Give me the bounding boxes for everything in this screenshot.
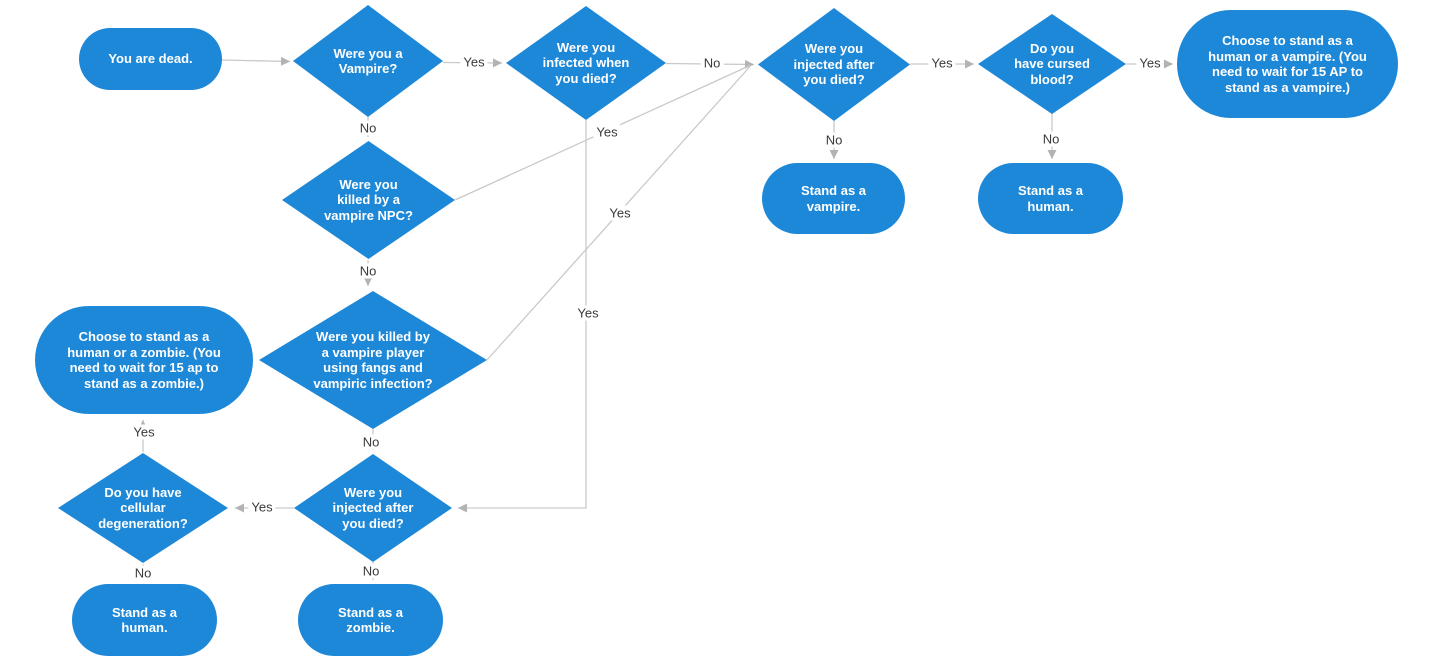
edge-label-no: No xyxy=(822,132,846,148)
node-text: Stand as a human. xyxy=(1017,183,1084,214)
terminator-stand-as-human-bottom: Stand as a human. xyxy=(72,584,217,656)
edge-label-yes: Yes xyxy=(928,55,956,71)
node-text: You are dead. xyxy=(108,51,193,67)
edge-label-no: No xyxy=(359,563,383,579)
node-text: Were you injected after you died? xyxy=(332,484,414,531)
edge-label-no: No xyxy=(1039,131,1063,147)
node-text: Were you injected after you died? xyxy=(793,41,875,88)
terminator-choose-human-or-vampire: Choose to stand as a human or a vampire.… xyxy=(1177,10,1398,118)
edge-label-no: No xyxy=(359,434,383,450)
decision-cursed-blood: Do you have cursed blood? xyxy=(978,14,1126,114)
edge-label-no: No xyxy=(131,565,155,581)
terminator-choose-human-or-zombie: Choose to stand as a human or a zombie. … xyxy=(35,306,253,414)
decision-cellular-degeneration: Do you have cellular degeneration? xyxy=(58,453,228,563)
node-text: Stand as a zombie. xyxy=(337,604,404,636)
terminator-stand-as-vampire: Stand as a vampire. xyxy=(762,163,905,234)
node-text: Were you infected when you died? xyxy=(542,39,630,86)
node-text: Do you have cellular degeneration? xyxy=(98,484,188,531)
node-text: Were you killed by a vampire player usin… xyxy=(313,329,433,391)
node-text: Do you have cursed blood? xyxy=(1014,40,1090,87)
decision-infected-when-died: Were you infected when you died? xyxy=(506,6,666,120)
decision-were-you-a-vampire: Were you a Vampire? xyxy=(293,5,443,117)
edge-label-yes: Yes xyxy=(248,499,276,515)
node-text: Were you a Vampire? xyxy=(333,45,403,77)
edge-label-yes: Yes xyxy=(606,205,634,221)
terminator-you-are-dead: You are dead. xyxy=(79,28,222,90)
edge-label-no: No xyxy=(700,55,724,71)
node-text: Stand as a human. xyxy=(111,604,178,636)
node-text: Stand as a vampire. xyxy=(800,183,867,214)
edge-label-no: No xyxy=(356,120,380,136)
edge-label-no: No xyxy=(356,263,380,279)
edge-label-yes: Yes xyxy=(574,305,602,321)
edge-dead-to-vampire xyxy=(221,56,291,66)
edge-label-yes: Yes xyxy=(593,124,621,140)
terminator-stand-as-human-top: Stand as a human. xyxy=(978,163,1123,234)
decision-killed-by-vampire-npc: Were you killed by a vampire NPC? xyxy=(282,141,455,259)
decision-injected-after-died-top: Were you injected after you died? xyxy=(758,8,910,121)
decision-injected-after-died-bottom: Were you injected after you died? xyxy=(294,454,452,562)
node-text: Choose to stand as a human or a vampire.… xyxy=(1208,33,1367,95)
edge-label-yes: Yes xyxy=(460,54,488,70)
node-text: Choose to stand as a human or a zombie. … xyxy=(67,329,221,391)
terminator-stand-as-zombie: Stand as a zombie. xyxy=(298,584,443,656)
edge-label-yes: Yes xyxy=(1136,55,1164,71)
decision-killed-by-vampire-player: Were you killed by a vampire player usin… xyxy=(259,291,487,429)
edge-label-yes: Yes xyxy=(130,424,158,440)
node-text: Were you killed by a vampire NPC? xyxy=(324,176,413,223)
